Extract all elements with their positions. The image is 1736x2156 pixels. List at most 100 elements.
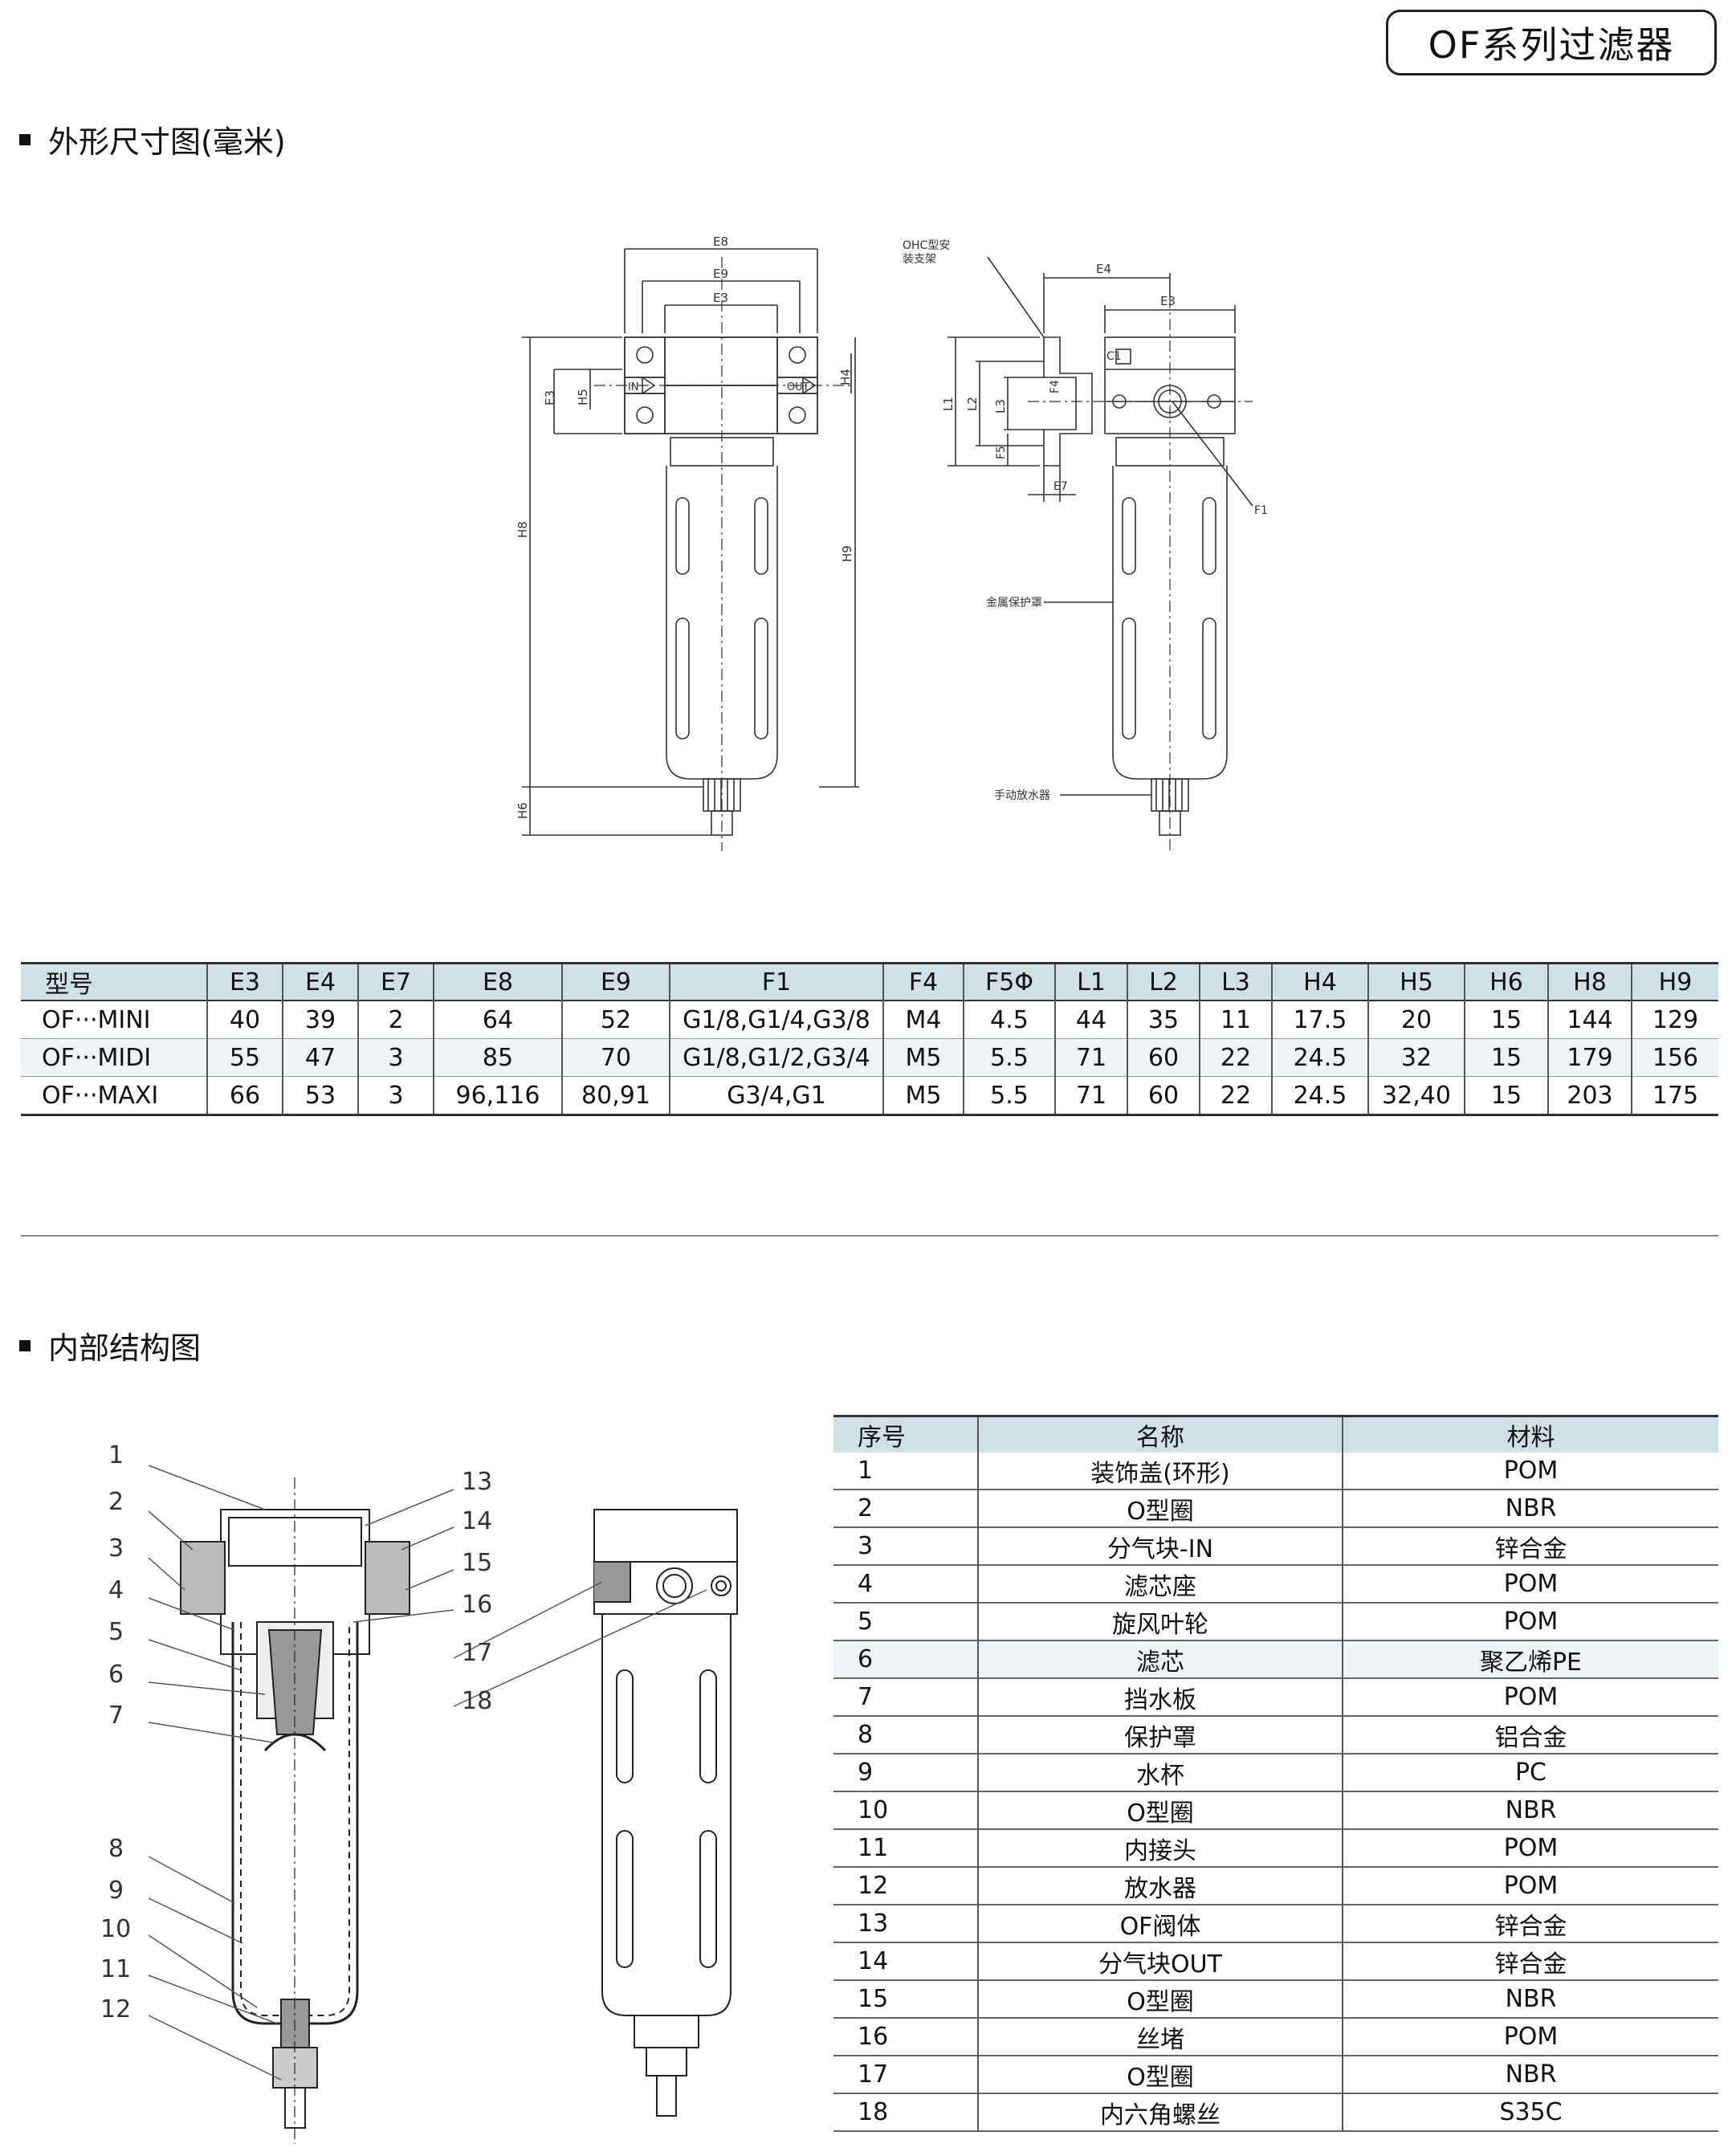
- dim-header: L1: [1054, 963, 1127, 1001]
- table-cell: 9: [858, 1759, 874, 1787]
- table-cell: NBR: [1342, 1791, 1718, 1829]
- table-cell: 70: [561, 1038, 670, 1077]
- callout-8: 8: [108, 1835, 124, 1863]
- label-guard: 金属保护罩: [986, 597, 1042, 609]
- table-cell: OF阀体: [977, 1905, 1343, 1942]
- label-e9: E9: [713, 267, 728, 281]
- label-h4: H4: [838, 369, 853, 385]
- table-cell: 3: [357, 1038, 434, 1077]
- table-cell: 40: [206, 1001, 283, 1039]
- dim-header: H9: [1631, 963, 1718, 1001]
- table-cell: 装饰盖(环形): [977, 1453, 1343, 1490]
- dim-header: 型号: [21, 963, 207, 1001]
- label-e3-top: E3: [713, 291, 728, 305]
- table-cell: 17: [858, 2060, 889, 2089]
- table-cell: O型圈: [977, 1791, 1343, 1829]
- table-cell: 14: [858, 1947, 889, 1975]
- callout-18: 18: [462, 1687, 492, 1715]
- bullet-square: [19, 133, 31, 145]
- table-cell: 锌合金: [1342, 1527, 1718, 1565]
- table-cell: 96,116: [433, 1076, 562, 1115]
- table-cell: 24.5: [1271, 1076, 1368, 1115]
- label-ohc-1: OHC型安: [903, 239, 950, 252]
- table-cell: 15: [1464, 1001, 1548, 1039]
- table-cell: 11: [858, 1834, 889, 1862]
- dim-header: F4: [882, 963, 964, 1001]
- table-cell: 锌合金: [1342, 1942, 1718, 1980]
- table-cell: 3: [357, 1076, 434, 1115]
- dim-header: L2: [1127, 963, 1200, 1001]
- table-cell: 52: [561, 1001, 670, 1039]
- table-cell: 44: [1054, 1001, 1127, 1039]
- callout-10: 10: [100, 1915, 131, 1943]
- dimension-table: 型号 E3 E4 E7 E8 E9 F1 F4 F5Φ L1 L2 L3 H4 …: [21, 962, 1718, 1116]
- table-cell: 内六角螺丝: [977, 2093, 1343, 2131]
- label-e7: E7: [1053, 480, 1068, 493]
- dim-header: H8: [1547, 963, 1632, 1001]
- table-cell: 10: [858, 1796, 889, 1824]
- table-cell: 7: [858, 1683, 874, 1711]
- table-cell: POM: [1342, 1453, 1718, 1490]
- table-cell: 175: [1631, 1076, 1718, 1115]
- table-cell: NBR: [1342, 1490, 1718, 1527]
- table-cell: 挡水板: [977, 1678, 1343, 1716]
- table-cell: O型圈: [977, 2056, 1343, 2093]
- table-cell: 39: [282, 1001, 358, 1039]
- section-divider: [21, 1235, 1718, 1237]
- callout-9: 9: [108, 1877, 124, 1905]
- callout-6: 6: [108, 1661, 124, 1689]
- dim-header: E3: [206, 963, 283, 1001]
- dim-header: E8: [433, 963, 562, 1001]
- table-cell: 铝合金: [1342, 1716, 1718, 1754]
- table-cell: OF···MIDI: [21, 1038, 207, 1077]
- table-cell: 内接头: [977, 1829, 1343, 1867]
- table-cell: 旋风叶轮: [977, 1603, 1343, 1640]
- table-cell: 71: [1054, 1038, 1127, 1077]
- table-cell: 32,40: [1367, 1076, 1465, 1115]
- table-cell: 水杯: [977, 1754, 1343, 1791]
- parts-header: 序号: [833, 1416, 978, 1453]
- table-cell: 17.5: [1271, 1001, 1368, 1039]
- table-cell: M4: [882, 1001, 964, 1039]
- table-cell: 22: [1199, 1076, 1272, 1115]
- dim-header: H5: [1367, 963, 1465, 1001]
- table-cell: 11: [1199, 1001, 1272, 1039]
- label-h5: H5: [576, 389, 590, 406]
- table-cell: 64: [433, 1001, 562, 1039]
- table-cell: 15: [858, 1985, 889, 2013]
- table-cell: 5.5: [963, 1038, 1055, 1077]
- section-structure: 内部结构图: [19, 1323, 201, 1367]
- label-out: OUT: [787, 381, 809, 393]
- dim-header: F1: [669, 963, 883, 1001]
- dim-header: H4: [1271, 963, 1368, 1001]
- table-cell: 179: [1547, 1038, 1632, 1077]
- table-cell: M5: [882, 1076, 964, 1115]
- dim-header: E4: [282, 963, 358, 1001]
- dim-header: E7: [357, 963, 434, 1001]
- table-cell: POM: [1342, 1867, 1718, 1905]
- table-cell: 保护罩: [977, 1716, 1343, 1754]
- front-view: [522, 248, 859, 851]
- table-cell: 8: [858, 1721, 874, 1749]
- table-cell: M5: [882, 1038, 964, 1077]
- label-f4: F4: [1049, 380, 1062, 393]
- table-cell: POM: [1342, 1678, 1718, 1716]
- label-e4: E4: [1096, 262, 1111, 276]
- table-cell: 5: [858, 1608, 874, 1636]
- table-cell: 35: [1127, 1001, 1200, 1039]
- table-cell: O型圈: [977, 1490, 1343, 1527]
- callout-5: 5: [108, 1618, 124, 1646]
- parts-header: 材料: [1342, 1416, 1718, 1453]
